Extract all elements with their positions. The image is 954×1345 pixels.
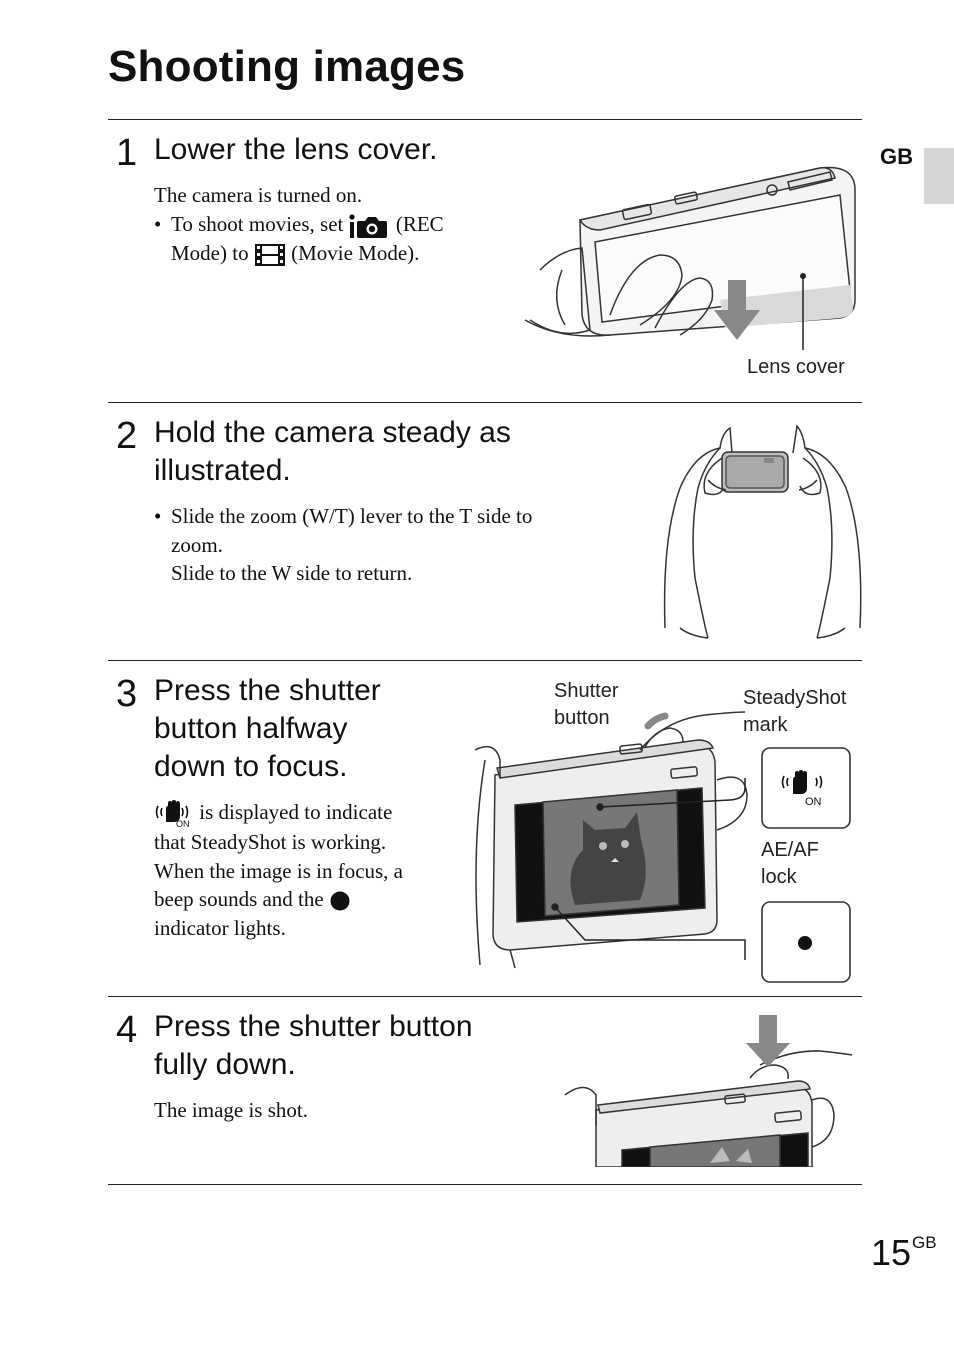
bullet-item: • To shoot movies, set (REC Mode) to (154, 210, 444, 268)
bullet-item: • Slide the zoom (W/T) lever to the T si… (154, 504, 533, 585)
heading-line: Hold the camera steady as (154, 416, 511, 449)
language-tab: GB (880, 144, 913, 169)
bullet-text: To shoot movies, set (171, 211, 344, 236)
step-heading: Lower the lens cover. (154, 133, 438, 166)
body-line: indicator lights. (154, 915, 286, 940)
step-heading: Press the shutter button fully down. (154, 1008, 473, 1084)
callout-lens-cover: Lens cover (747, 356, 845, 378)
heading-line: down to focus. (154, 750, 348, 783)
step-body: The camera is turned on. • To shoot movi… (154, 181, 444, 267)
heading-line: Press the shutter (154, 674, 381, 707)
svg-text:ON: ON (805, 796, 822, 808)
bullet-text: Slide the zoom (W/T) lever to the T side… (171, 504, 533, 528)
bullet-text: (REC (395, 211, 444, 236)
divider (108, 996, 862, 997)
camera-rear-focus-illustration: ON (474, 711, 851, 983)
steadyshot-icon: ON (155, 800, 190, 828)
movie-mode-icon (254, 243, 285, 266)
bullet-text: (Movie Mode). (291, 240, 420, 265)
camera-lens-cover-illustration (524, 166, 856, 350)
step-body: • Slide the zoom (W/T) lever to the T si… (154, 502, 532, 588)
step-number: 1 (116, 132, 138, 174)
bullet-text: zoom. (171, 532, 223, 557)
page-title: Shooting images (108, 42, 466, 91)
heading-line: Press the shutter button (154, 1010, 473, 1043)
step-text: The camera is turned on. (154, 183, 363, 207)
step-text: The image is shot. (154, 1098, 308, 1122)
intelligent-auto-icon (349, 214, 387, 238)
body-line: beep sounds and the (154, 887, 324, 912)
hands-holding-camera-illustration (663, 424, 862, 639)
divider (108, 119, 862, 120)
body-line: that SteadyShot is working. (154, 830, 387, 855)
shutter-press-illustration (564, 1015, 853, 1167)
bullet-text: Slide to the W side to return. (171, 561, 413, 585)
heading-line: fully down. (154, 1048, 296, 1081)
step-number: 3 (116, 673, 138, 715)
step-heading: Hold the camera steady as illustrated. (154, 414, 511, 490)
step-heading: Press the shutter button halfway down to… (154, 672, 381, 786)
divider (108, 660, 862, 661)
body-line: is displayed to indicate (199, 800, 393, 824)
svg-text:ON: ON (176, 819, 190, 828)
focus-indicator-icon (330, 891, 350, 911)
heading-line: button halfway (154, 712, 348, 745)
step-number: 2 (116, 415, 138, 457)
step-number: 4 (116, 1009, 138, 1051)
step-body: ON is displayed to indicate that SteadyS… (154, 798, 403, 942)
page-number: 15GB (871, 1232, 937, 1273)
language-tab-bar (924, 148, 954, 204)
divider (108, 402, 862, 403)
heading-line: illustrated. (154, 454, 291, 487)
body-line: When the image is in focus, a (154, 858, 404, 883)
bullet-text: Mode) to (171, 240, 249, 265)
divider (108, 1184, 862, 1185)
